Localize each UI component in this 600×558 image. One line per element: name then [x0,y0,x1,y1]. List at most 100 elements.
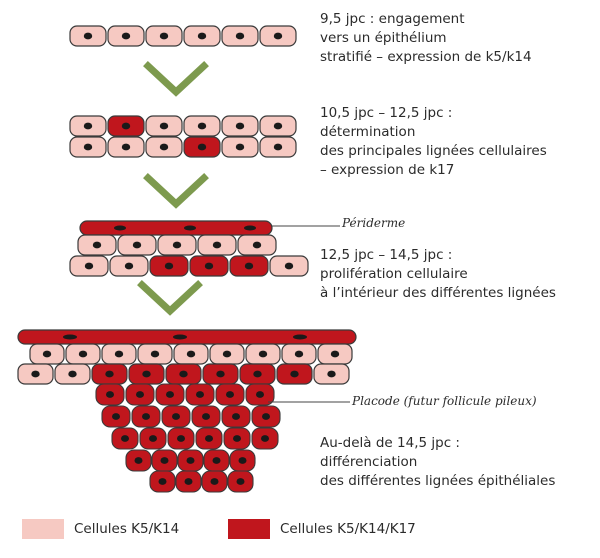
stage-3-top-cell-1 [117,234,157,256]
placode-cell [229,449,256,472]
stage-3-periderme [79,220,273,236]
stage-1-line-3: stratifié – expression de k5/k14 [320,49,532,65]
stage-3-top-cell-0 [77,234,117,256]
periderme-nucleus [184,225,196,231]
stage-2-bottom-cell-3 [183,136,221,158]
stage-4-bottom-cell-7 [276,363,313,385]
stage-3-line-3: à l’intérieur des différentes lignées [320,285,556,301]
placode-cell [139,427,167,450]
stage-4-bottom-cell-2 [91,363,128,385]
placode-cell [227,470,254,493]
placode [95,383,281,493]
stage-4-bottom-cell-1 [54,363,91,385]
placode-cell [177,449,204,472]
placode-cell [251,427,279,450]
chevron-arrow-icon [143,173,209,209]
stage-4-top-cell-7 [281,343,317,365]
stage-1-line-1: 9,5 jpc : engagement [320,11,465,27]
periderme-label: Périderme [342,216,406,230]
stage-4-top-cell-5 [209,343,245,365]
placode-cell [221,405,251,428]
stage-4-bottom-cell-0 [17,363,54,385]
stage-3-bottom-cell-1 [109,255,149,277]
stage-3-top-cell-3 [197,234,237,256]
stage-2-line-1: 10,5 jpc – 12,5 jpc : [320,105,453,121]
stage-2-bottom-cell-0 [69,136,107,158]
stage-4-line-2: différenciation [320,454,418,470]
placode-cell [195,427,223,450]
periderme-nucleus [173,334,187,340]
placode-cell [223,427,251,450]
legend-swatch-k5-k14-k17 [228,519,270,539]
stage-4-top-cell-1 [65,343,101,365]
stage-1-text: 9,5 jpc : engagement vers un épithélium … [320,10,532,67]
stage-2-line-4: – expression de k17 [320,162,455,178]
stage-4-top-cell-3 [137,343,173,365]
stage-1-cell-4 [221,25,259,47]
placode-cell [125,383,155,406]
stage-3-line-2: prolifération cellulaire [320,266,468,282]
placode-cell [185,383,215,406]
stage-4-bottom-cell-3 [128,363,165,385]
placode-cell [175,470,202,493]
placode-cell [203,449,230,472]
stage-4-bottom-cell-4 [165,363,202,385]
stage-2-line-2: détermination [320,124,416,140]
stage-3-top-cell-4 [237,234,277,256]
placode-cell [155,383,185,406]
stage-4-top-cell-2 [101,343,137,365]
legend-label-k5-k14: Cellules K5/K14 [74,521,180,537]
stage-1-cell-5 [259,25,297,47]
stage-2-top-cell-3 [183,115,221,137]
placode-cell [215,383,245,406]
stage-4-top-cell-6 [245,343,281,365]
placode-cell [125,449,152,472]
placode-cell [161,405,191,428]
stage-3-bottom-cell-2 [149,255,189,277]
stage-3-bottom-cell-3 [189,255,229,277]
stage-2-top-cell-2 [145,115,183,137]
periderme-nucleus [244,225,256,231]
stage-2-bottom-cell-5 [259,136,297,158]
stage-4-top-cell-4 [173,343,209,365]
stage-2-bottom-cell-2 [145,136,183,158]
placode-cell [245,383,275,406]
placode-cell [191,405,221,428]
stage-2-top-cell-4 [221,115,259,137]
stage-3-bottom-cell-4 [229,255,269,277]
placode-cell [131,405,161,428]
placode-label: Placode (futur follicule pileux) [352,394,537,408]
stage-4-periderme [17,329,357,345]
placode-cell [149,470,176,493]
stage-1-cell-1 [107,25,145,47]
stage-4-line-3: des différentes lignées épithéliales [320,473,556,489]
legend-dark: Cellules K5/K14/K17 [228,518,416,540]
stage-3-line-1: 12,5 jpc – 14,5 jpc : [320,247,453,263]
stage-4-top-cell-8 [317,343,353,365]
stage-2-bottom-cell-1 [107,136,145,158]
stage-2-top-cell-1 [107,115,145,137]
legend-label-k5-k14-k17: Cellules K5/K14/K17 [280,521,416,537]
stage-1-line-2: vers un épithélium [320,30,447,46]
stage-4-bottom-cell-8 [313,363,350,385]
stage-3-bottom-cell-5 [269,255,309,277]
legend-light: Cellules K5/K14 [22,518,179,540]
placode-cell [101,405,131,428]
periderme-nucleus [114,225,126,231]
stage-4-line-1: Au-delà de 14,5 jpc : [320,435,460,451]
stage-1-cell-2 [145,25,183,47]
placode-cell [251,405,281,428]
stage-2-text: 10,5 jpc – 12,5 jpc : détermination des … [320,104,547,180]
cells [17,25,357,493]
stage-1-cell-3 [183,25,221,47]
placode-cell [95,383,125,406]
periderme-nucleus [293,334,307,340]
placode-cell [151,449,178,472]
stage-3-top-cell-2 [157,234,197,256]
stage-2-top-cell-5 [259,115,297,137]
stage-4-top-cell-0 [29,343,65,365]
leader-lines [268,225,350,403]
legend-swatch-k5-k14 [22,519,64,539]
stage-4-text: Au-delà de 14,5 jpc : différenciation de… [320,434,555,491]
